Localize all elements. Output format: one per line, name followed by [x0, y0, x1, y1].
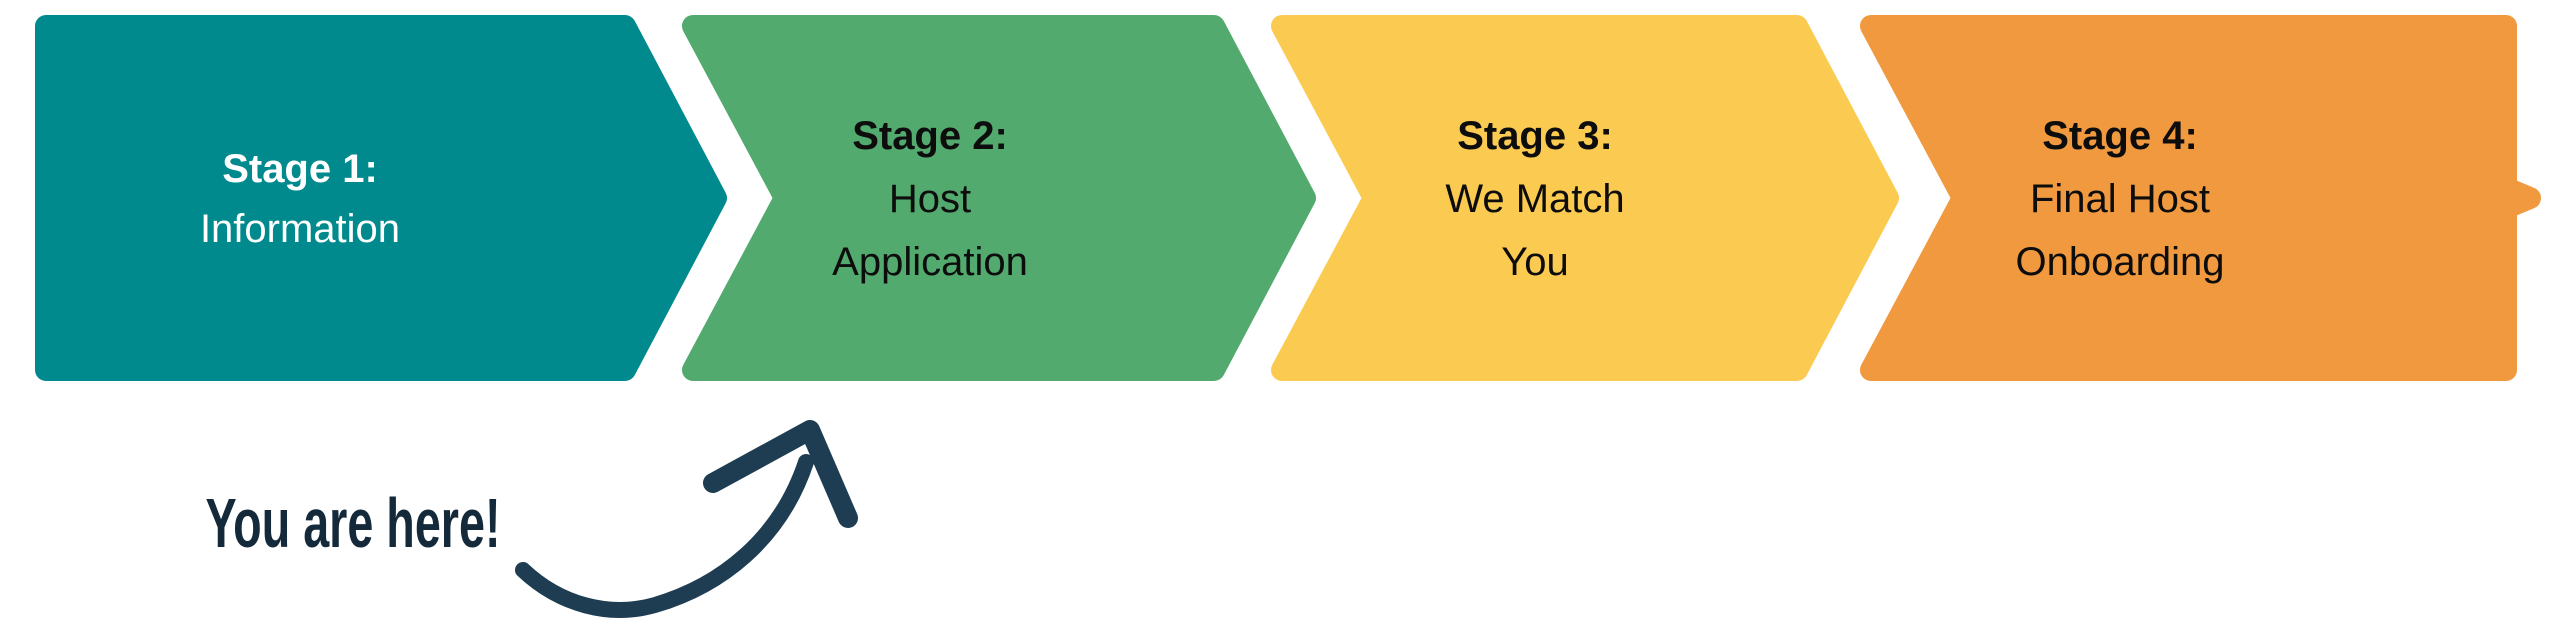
stage-2-line: Application [832, 240, 1028, 284]
stage-1-title: Stage 1: [222, 147, 378, 191]
curved-arrow-head-icon [703, 420, 858, 528]
stage-1: Stage 1: Information [35, 15, 727, 381]
stage-3-line: We Match [1445, 177, 1624, 221]
stage-2-chevron [682, 15, 1316, 381]
stage-4-line: Onboarding [2015, 240, 2224, 284]
you-are-here-label: You are here! [206, 484, 501, 562]
stage-3-line: You [1501, 240, 1569, 284]
stage-3: Stage 3: We Match You [1271, 15, 1899, 381]
stage-4-title: Stage 4: [2042, 114, 2198, 158]
stage-3-chevron [1271, 15, 1899, 381]
stage-4: Stage 4: Final Host Onboarding [1860, 15, 2541, 381]
stage-3-title: Stage 3: [1457, 114, 1613, 158]
stage-2-line: Host [889, 177, 971, 221]
stage-2: Stage 2: Host Application [682, 15, 1316, 381]
stage-4-chevron [1860, 15, 2541, 381]
stage-2-title: Stage 2: [852, 114, 1008, 158]
you-are-here-annotation: You are here! [206, 420, 858, 618]
stage-4-line: Final Host [2030, 177, 2210, 221]
curved-arrow-shaft-icon [515, 454, 814, 618]
stage-1-line: Information [200, 207, 400, 251]
stage-1-chevron [35, 15, 727, 381]
